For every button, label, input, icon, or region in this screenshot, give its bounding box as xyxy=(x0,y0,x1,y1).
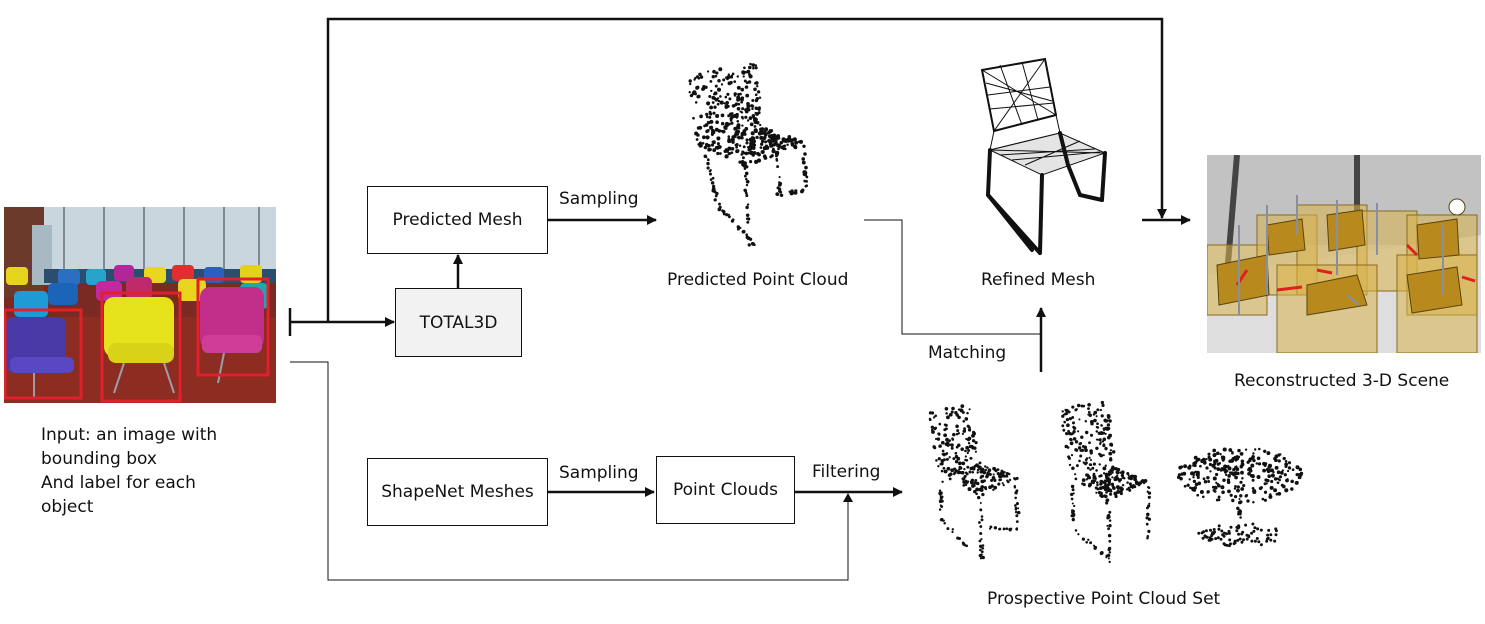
refined-mesh-image xyxy=(980,57,1107,255)
refined-mesh-caption: Refined Mesh xyxy=(981,270,1096,290)
prospective-point-cloud-chair-3 xyxy=(1176,447,1304,548)
line-pointcloud-to-matching xyxy=(864,219,1040,335)
predicted-mesh-node: Predicted Mesh xyxy=(367,186,548,254)
sampling-label-bottom: Sampling xyxy=(559,463,639,483)
input-caption: Input: an image with bounding box And la… xyxy=(41,423,217,519)
arrow-bypass-to-scene xyxy=(326,17,1167,322)
prospective-point-cloud-chair-1 xyxy=(928,404,1021,560)
line-input-to-filtering xyxy=(290,361,849,581)
input-caption-line-3: And label for each xyxy=(41,473,196,493)
predicted-point-cloud-image xyxy=(688,62,809,247)
reconstructed-scene-caption: Reconstructed 3-D Scene xyxy=(1234,371,1450,391)
filtering-label: Filtering xyxy=(812,462,881,482)
point-clouds-node: Point Clouds xyxy=(656,456,795,524)
shapenet-meshes-node: ShapeNet Meshes xyxy=(367,458,548,526)
matching-label: Matching xyxy=(928,343,1007,363)
reconstructed-scene-image xyxy=(1207,155,1481,353)
input-caption-line-1: Input: an image with xyxy=(41,425,218,445)
input-caption-line-2: bounding box xyxy=(41,449,157,469)
prospective-point-cloud-chair-2 xyxy=(1061,400,1152,564)
input-image xyxy=(4,207,276,403)
predicted-point-cloud-caption: Predicted Point Cloud xyxy=(667,270,849,290)
sampling-label-top: Sampling xyxy=(559,189,639,209)
total3d-node: TOTAL3D xyxy=(395,288,522,357)
input-caption-line-4: object xyxy=(41,497,94,517)
prospective-set-caption: Prospective Point Cloud Set xyxy=(987,589,1221,609)
